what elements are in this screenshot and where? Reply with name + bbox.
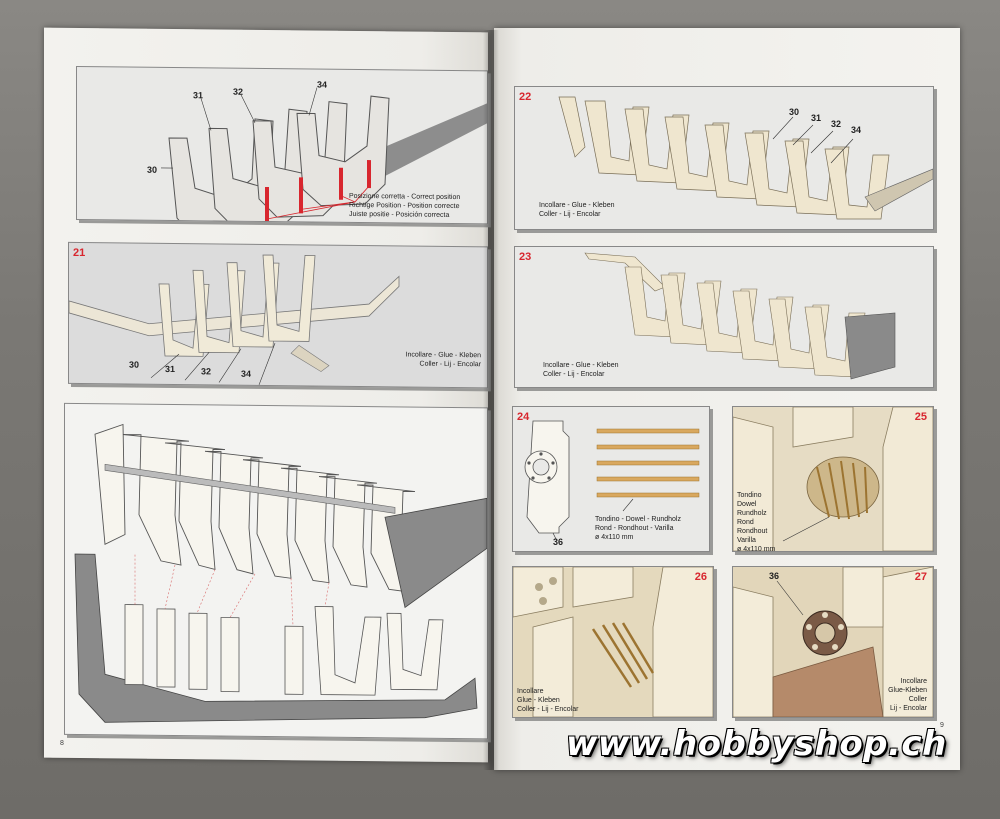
frame-label-34: 34 (317, 79, 328, 90)
step-number-27: 27 (914, 571, 927, 583)
page-number-left: 8 (60, 739, 64, 747)
right-page: 22 30 31 32 34 Incollare - Glue - Kleben… (494, 28, 960, 770)
frame-label-32: 32 (233, 86, 244, 97)
panel-step-24: 24 36 Tondino - Dowel - Rundholz Rond - … (512, 406, 710, 552)
glued-dowels-photo (513, 567, 713, 717)
keel-frames-illustration (69, 254, 400, 386)
glue-caption: Incollare Glue-Kleben Coller Lij - Encol… (888, 678, 927, 712)
frame-label-30: 30 (129, 359, 140, 370)
left-page: 30 31 32 34 Posizione corretta - Correct… (44, 27, 488, 763)
frame-36-and-dowels-illustration (524, 420, 700, 542)
step-number-21: 21 (73, 246, 86, 260)
exploded-hull-illustration (74, 423, 487, 723)
frame-label-31: 31 (193, 90, 204, 101)
panel-step-26: 26 Incollare Glue - Kleben Coller - Lij … (512, 566, 714, 718)
frame-label-31: 31 (165, 363, 176, 375)
step-number-26: 26 (694, 571, 707, 583)
frames-illustration (137, 87, 487, 224)
panel-step-22: 22 30 31 32 34 Incollare - Glue - Kleben… (514, 86, 934, 230)
glue-caption: Incollare - Glue - Kleben Coller - Lij -… (543, 362, 619, 378)
hull-frames-22-illustration (558, 96, 933, 220)
frame-label-34: 34 (851, 125, 862, 135)
book-gutter (483, 30, 499, 770)
step-number-25: 25 (914, 411, 927, 423)
step-number-24: 24 (517, 411, 530, 423)
dowel-caption: Tondino - Dowel - Rundholz Rond - Rondho… (595, 516, 681, 541)
panel-step-27: 27 36 Incollare Glue-Kleben Coller Lij -… (732, 566, 934, 718)
frame-label-32: 32 (831, 119, 842, 129)
dowel-fitting-photo (733, 407, 933, 551)
dowel-caption: Tondino Dowel Rundholz Rond Rondhout Var… (737, 492, 776, 552)
hull-frames-23-illustration (584, 252, 896, 380)
step-number-22: 22 (519, 91, 532, 103)
frame-36-installed-photo (733, 567, 933, 717)
frame-label-34: 34 (241, 368, 252, 379)
page-number-right: 9 (940, 722, 944, 729)
panel-step-25: 25 Tondino Dowel Rundholz Rond Rondhout … (732, 406, 934, 552)
step-number-23: 23 (519, 251, 532, 263)
panel-correct-position: 30 31 32 34 Posizione corretta - Correct… (76, 66, 488, 225)
frame-label-31: 31 (811, 113, 822, 123)
frame-label-36: 36 (553, 537, 564, 547)
correct-position-caption: Posizione corretta - Correct position Ri… (349, 192, 461, 219)
panel-exploded-hull (64, 402, 488, 740)
glue-caption: Incollare - Glue - Kleben Coller - Lij -… (405, 351, 481, 369)
glue-caption: Incollare - Glue - Kleben Coller - Lij -… (539, 202, 615, 218)
frame-label-36: 36 (769, 571, 780, 581)
watermark-url: www.hobbyshop.ch (566, 724, 947, 764)
glue-caption: Incollare Glue - Kleben Coller - Lij - E… (517, 688, 579, 713)
panel-step-23: 23 Incollare - Glue - Kleben Coller - Li… (514, 246, 934, 388)
frame-label-30: 30 (147, 164, 158, 175)
frame-label-32: 32 (201, 366, 212, 377)
frame-label-30: 30 (789, 107, 800, 117)
panel-step-21: 21 30 31 32 34 Incollare - Glue - Kleben… (68, 241, 488, 389)
